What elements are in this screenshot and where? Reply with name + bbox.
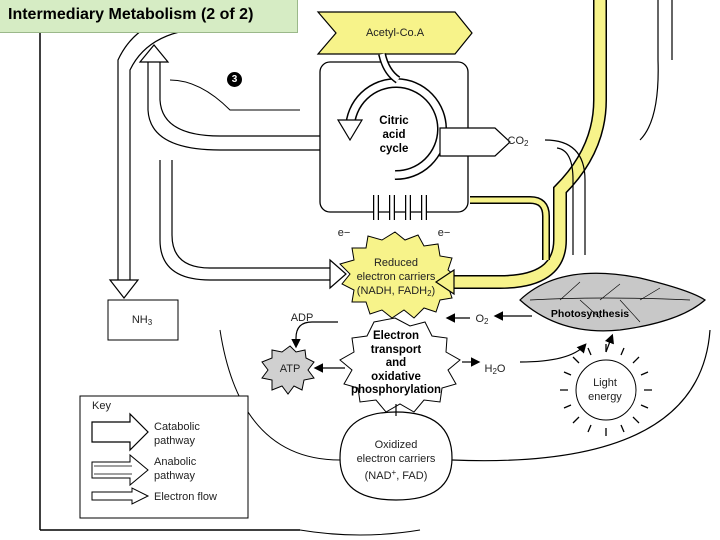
key-electron-label: Electron flow [154,491,217,503]
anabolic-band-top [117,11,298,280]
right-loop [639,0,659,141]
oxidized-carriers-shape [339,411,453,501]
up-arrow-left [138,44,170,63]
slide-title-text: Intermediary Metabolism (2 of 2) [8,6,254,23]
cycle-arrowhead [336,119,364,142]
acetyl-coa-label: Acetyl-Co.A [365,27,425,39]
key-title: Key [92,400,111,412]
key-catabolic-arrow [91,412,149,452]
yellow-from-box [470,196,550,260]
left-band-middle [169,79,300,111]
leaf [519,272,706,332]
loop-left-lower-inner [171,160,330,269]
slide-title: Intermediary Metabolism (2 of 2) [0,0,298,33]
to-carriers-arrow-left [329,258,347,290]
oxidized-carriers-formula: (NAD+, FAD) [364,468,428,482]
cycle-ring-inner [346,79,446,179]
citric-acid-cycle-label: Citric acid cycle [364,114,424,156]
sun-icon [560,344,652,436]
h2o-label: H2O [484,363,506,376]
o2-label: O2 [475,313,489,326]
left-loop-outer [147,60,320,151]
co2-arrow [439,127,511,157]
cycle-line-2: acid [382,129,406,141]
reduced-carriers-formula: (NADH, FADH2) [356,285,436,298]
co2-to-leaf [544,139,586,255]
key-anabolic-inner [94,465,132,475]
atp-label: ATP [279,363,301,375]
key-catabolic-label: Catabolic pathway [154,421,200,447]
cycle-line-3: cycle [379,143,409,155]
step-badge: 3 [227,72,242,87]
atp-burst [261,345,315,395]
nh3-label: NH3 [131,314,153,327]
adp-to-atp [291,321,338,349]
step-badge-number: 3 [231,74,238,85]
cell-outline-right [299,529,421,536]
key-electron-arrow [91,487,150,505]
electron-transport-label: Electron transport and oxidative phospho… [350,330,442,396]
oxidized-carriers-label: Oxidized electron carriers (NAD+, FAD) [346,438,446,483]
bottom-loop-left [219,329,341,461]
reduced-carriers-burst [339,231,459,319]
key-anabolic-arrow [91,453,149,487]
electron-right-label: e− [437,227,451,239]
nh3-box [107,299,179,341]
nh3-arrow-head [108,279,140,299]
light-energy-label: Light energy [588,377,622,403]
cycle-line-1: Citric [379,115,409,127]
electron-transport-burst [339,317,461,413]
anabolic-band-top-inner [129,27,298,280]
reduced-carriers-label: Reduced electron carriers (NADH, FADH2) [344,256,448,301]
co2-label: CO2 [507,135,529,148]
h2o-to-leaf [519,343,587,363]
photosynthesis-label: Photosynthesis [550,308,630,320]
loop-left-lower [159,160,330,281]
key-anabolic-label: Anabolic pathway [154,456,197,482]
electron-arrows [373,195,427,220]
acetyl-coa-arrow [316,11,473,55]
yellow-arrowhead-right [434,268,455,296]
light-to-leaf [604,333,614,353]
bottom-loop [451,329,711,462]
cell-outline [39,0,300,531]
adp-label: ADP [290,312,314,324]
left-loop-inner [159,60,320,137]
electron-left-label: e− [337,227,351,239]
